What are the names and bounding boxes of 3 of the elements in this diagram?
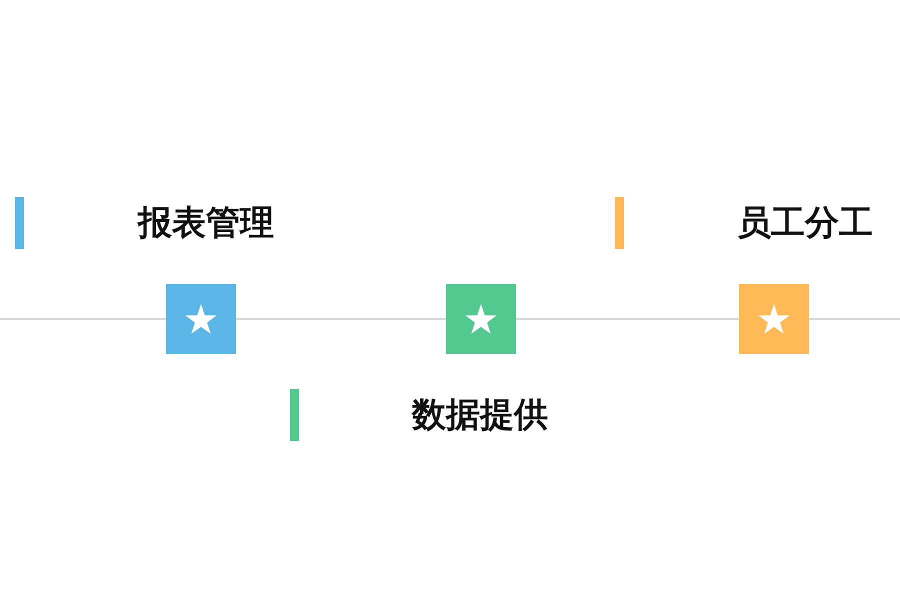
item-heading: 报表管理 [138, 203, 274, 243]
item-heading: 员工分工 [737, 203, 873, 243]
item-heading: 数据提供 [412, 395, 548, 435]
